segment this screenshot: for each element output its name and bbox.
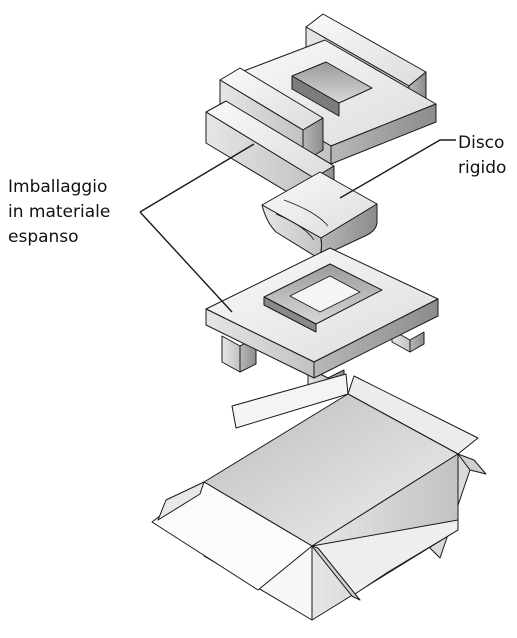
foam-packing-label: Imballaggio in materiale espanso <box>8 175 110 250</box>
callout-line-bottom-foam <box>139 211 233 313</box>
disk-label-line-2: rigido <box>458 158 507 178</box>
bottom-foam-packing <box>205 247 439 395</box>
top-foam-packing <box>205 13 437 209</box>
callout-line-top-foam <box>139 143 255 213</box>
hard-drive-label: Disco rigido <box>458 131 506 181</box>
foam-label-line-3: espanso <box>8 227 79 247</box>
callout-lines <box>139 139 456 313</box>
hard-drive <box>261 171 378 259</box>
callout-line-hard-drive <box>339 139 456 199</box>
foam-label-line-1: Imballaggio <box>8 177 108 197</box>
foam-label-line-2: in materiale <box>8 202 111 222</box>
open-cardboard-box <box>151 373 487 621</box>
disk-label-line-1: Disco <box>458 133 505 153</box>
